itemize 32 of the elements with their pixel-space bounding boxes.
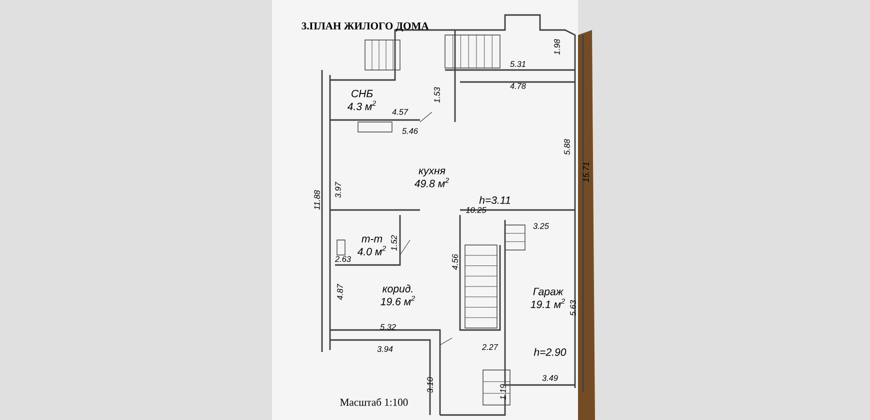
dimension-label: 4.56 [452, 254, 458, 270]
dimension-label: 4.87 [337, 284, 343, 300]
dimension-label: 3.10 [427, 377, 433, 393]
dimension-label: 1.53 [434, 87, 440, 103]
scale-note: Масштаб 1:100 [340, 398, 408, 406]
room-label: корид. 19.6 м$^{2}$ [380, 284, 415, 306]
room-label: СНБ 4.3 м$^{2}$ [347, 90, 376, 110]
dimension-label: 15.71 [583, 162, 589, 182]
dimension-label: 5.31 [510, 61, 526, 67]
dimension-label: 3.97 [335, 182, 341, 198]
dimension-label: 10.25 [466, 207, 486, 213]
dimension-label: 11.88 [314, 190, 320, 210]
dimension-label: 1.52 [391, 235, 397, 251]
ceiling-height: h=2.90 [534, 348, 566, 356]
dimension-label: 5.88 [564, 139, 570, 155]
room-label: Гараж 19.1 м$^{2}$ [530, 288, 565, 308]
room-label: кухня 49.8 м$^{2}$ [414, 168, 449, 188]
dimension-label: 2.27 [482, 344, 498, 350]
dimension-label: 1.98 [554, 39, 560, 55]
dimension-label: 3.49 [542, 375, 558, 381]
dimension-label: 1.19 [500, 384, 506, 400]
dimension-label: 5.46 [402, 128, 418, 134]
ceiling-height: h=3.11 [479, 196, 510, 204]
dimension-label: 3.94 [377, 346, 393, 352]
dimension-label: 2.63 [334, 256, 351, 262]
dimension-label: 5.63 [570, 300, 576, 316]
title: 3.ПЛАН ЖИЛОГО ДОМА [302, 22, 429, 32]
room-label: т-т 4.0 м$^{2}$ [357, 236, 386, 256]
dimension-label: 3.25 [533, 223, 549, 229]
dimension-label: 4.57 [392, 109, 408, 115]
dimension-label: 5.32 [380, 324, 396, 330]
dimension-label: 4.78 [510, 83, 526, 89]
